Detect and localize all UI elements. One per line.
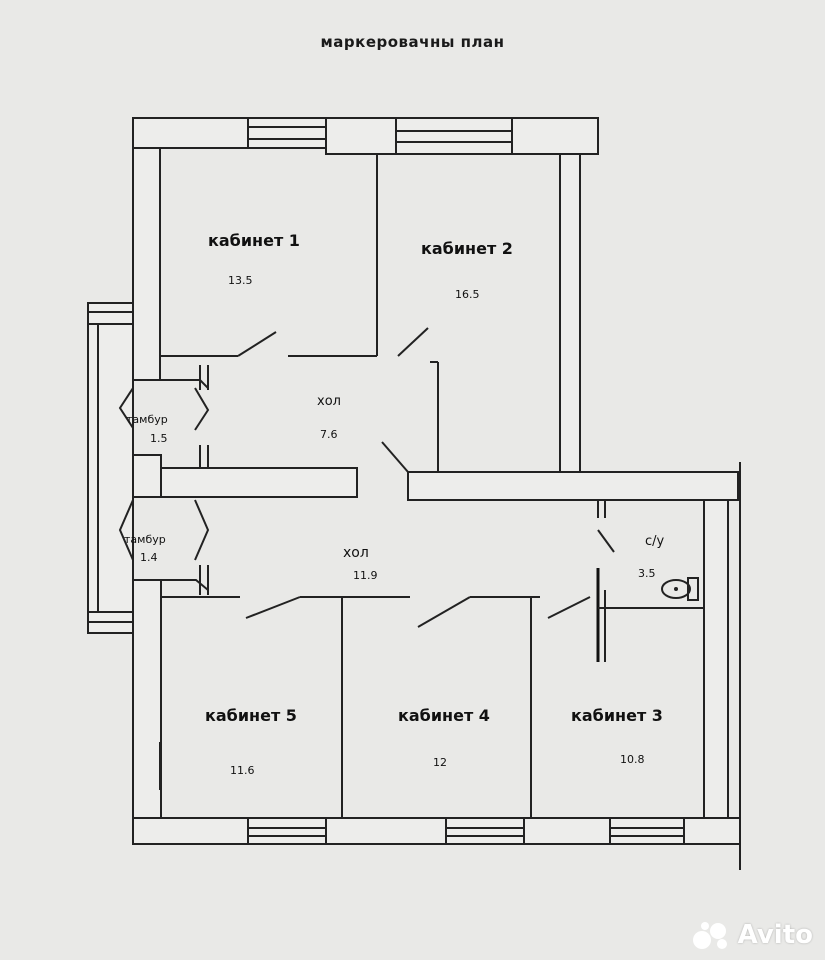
outer-walls <box>87 117 741 870</box>
room-vestibule-2-name: тамбур <box>124 533 166 546</box>
room-office-1: кабинет 1 13.5 <box>208 231 300 287</box>
room-hall-1-area: 7.6 <box>320 428 338 441</box>
room-vestibule-1-area: 1.5 <box>150 432 168 445</box>
room-hall-2: хол 11.9 <box>343 545 378 582</box>
room-office-4-area: 12 <box>433 756 447 769</box>
room-office-4: кабинет 4 12 <box>398 706 490 769</box>
room-office-1-area: 13.5 <box>228 274 253 287</box>
room-wc-name: с/у <box>645 534 665 549</box>
room-office-2-name: кабинет 2 <box>421 239 513 258</box>
room-office-2-area: 16.5 <box>455 288 480 301</box>
avito-watermark: Avito <box>692 920 813 950</box>
room-vestibule-2-area: 1.4 <box>140 551 158 564</box>
room-vestibule-2: тамбур 1.4 <box>124 533 166 564</box>
room-vestibule-1-name: тамбур <box>126 413 168 426</box>
room-office-5-area: 11.6 <box>230 764 255 777</box>
room-office-3-area: 10.8 <box>620 753 645 766</box>
plan-title: маркеровачны план <box>320 33 505 51</box>
room-hall-1-name: хол <box>317 394 341 409</box>
room-office-2: кабинет 2 16.5 <box>421 239 513 301</box>
interior-partitions <box>118 154 704 818</box>
room-hall-2-area: 11.9 <box>353 569 378 582</box>
doors <box>237 327 615 628</box>
room-wc: с/у 3.5 <box>638 534 665 580</box>
room-hall-1: хол 7.6 <box>317 394 341 441</box>
room-office-1-name: кабинет 1 <box>208 231 300 250</box>
room-office-5-name: кабинет 5 <box>205 706 297 725</box>
room-office-4-name: кабинет 4 <box>398 706 490 725</box>
avito-logo-icon <box>692 922 727 949</box>
toilet-icon <box>661 577 699 601</box>
room-office-3-name: кабинет 3 <box>571 706 663 725</box>
room-office-3: кабинет 3 10.8 <box>571 706 663 766</box>
room-vestibule-1: тамбур 1.5 <box>126 413 168 445</box>
room-hall-2-name: хол <box>343 545 369 561</box>
room-wc-area: 3.5 <box>638 567 656 580</box>
avito-watermark-text: Avito <box>737 920 813 950</box>
room-office-5: кабинет 5 11.6 <box>205 706 297 777</box>
